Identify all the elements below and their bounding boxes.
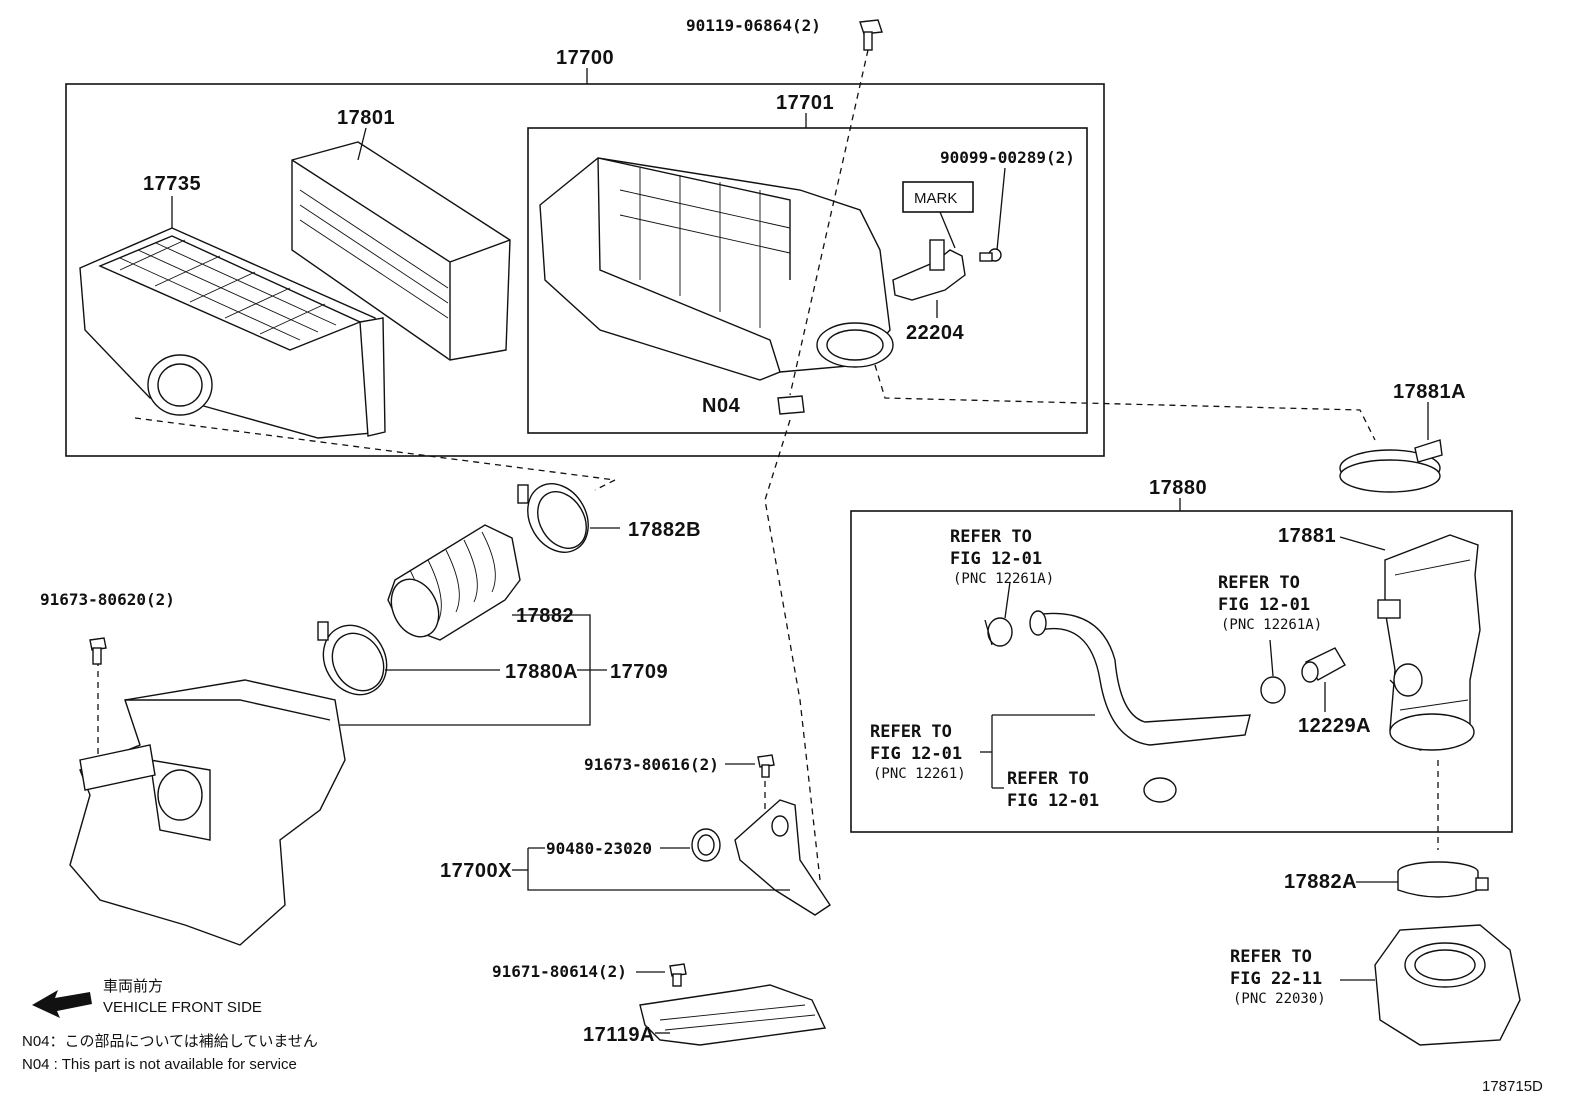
clamp-17880A [317, 621, 388, 696]
ref1-line2: FIG 12-01 [950, 549, 1042, 569]
ref5-pnc: (PNC 22030) [1233, 991, 1326, 1007]
bolt-91673-80620 [89, 637, 107, 665]
ref4-line2: FIG 12-01 [1007, 791, 1099, 811]
front-arrow-icon [32, 990, 92, 1018]
label-17709: 17709 [610, 661, 668, 683]
label-90099: 90099-00289(2) [940, 148, 1075, 167]
clamp-17882B [517, 483, 589, 553]
label-17700X: 17700X [440, 860, 512, 882]
ref5-line1: REFER TO [1230, 947, 1312, 967]
hose-clamp-bottom [1143, 777, 1177, 803]
label-17880: 17880 [1149, 477, 1207, 499]
throttle-body [1374, 924, 1521, 1046]
bolt-91671 [669, 963, 687, 987]
ref3-line1: REFER TO [870, 722, 952, 742]
ref5-line2: FIG 22-11 [1230, 969, 1322, 989]
label-17881A: 17881A [1393, 381, 1466, 403]
label-91673-80620: 91673-80620(2) [40, 590, 175, 609]
airflow-sensor-22204 [892, 239, 966, 301]
label-17801: 17801 [337, 107, 395, 129]
hose-clamp-right [1260, 676, 1286, 704]
label-90480: 90480-23020 [546, 839, 652, 858]
intake-hose-17882 [387, 524, 521, 641]
ref1-line1: REFER TO [950, 527, 1032, 547]
filter-element-17801 [291, 141, 511, 361]
bolt-91673-80616 [757, 754, 775, 778]
label-91673-80616: 91673-80616(2) [584, 755, 719, 774]
label-12229A: 12229A [1298, 715, 1371, 737]
label-17881: 17881 [1278, 525, 1336, 547]
box-17700 [65, 83, 1105, 457]
shield-17119A [639, 984, 827, 1046]
label-17882B: 17882B [628, 519, 701, 541]
label-17882: 17882 [516, 605, 574, 627]
ref2-line1: REFER TO [1218, 573, 1300, 593]
hose-bend [1029, 610, 1251, 746]
label-90119: 90119-06864(2) [686, 16, 821, 35]
mark-tag [902, 181, 974, 213]
ref3-line2: FIG 12-01 [870, 744, 962, 764]
note-n04-en: N04 : This part is not available for ser… [22, 1056, 297, 1073]
grommet-n04 [777, 395, 805, 415]
ref4-line1: REFER TO [1007, 769, 1089, 789]
ref2-pnc: (PNC 12261A) [1221, 617, 1322, 633]
box-17880 [850, 510, 1513, 833]
bracket-17700X [734, 799, 831, 916]
label-17735: 17735 [143, 173, 201, 195]
pcv-fitting-12229A [1301, 647, 1346, 683]
note-front-en: VEHICLE FRONT SIDE [103, 999, 262, 1016]
air-cleaner-lower-case-17709 [69, 679, 346, 946]
note-n04-jp: N04：この部品については補給していません [22, 1033, 318, 1050]
air-cleaner-housing-17701 [539, 157, 894, 381]
hose-clamp-left [984, 617, 1013, 647]
note-front-jp: 車両前方 [103, 978, 163, 995]
label-17882A: 17882A [1284, 871, 1357, 893]
ref3-pnc: (PNC 12261) [873, 766, 966, 782]
label-n04: N04 [702, 395, 741, 417]
intake-duct-17881 [1377, 534, 1481, 751]
bolt-90119 [859, 19, 883, 51]
clamp-17881A [1339, 439, 1443, 493]
label-91671: 91671-80614(2) [492, 962, 627, 981]
clamp-17882A [1397, 861, 1489, 898]
box-17701 [527, 127, 1088, 434]
ref2-line2: FIG 12-01 [1218, 595, 1310, 615]
diagram-id: 178715D [1482, 1078, 1543, 1095]
label-17880A: 17880A [505, 661, 578, 683]
label-mark: MARK [914, 190, 957, 207]
screw-90099 [979, 248, 1002, 262]
label-17700: 17700 [556, 47, 614, 69]
label-17119A: 17119A [583, 1024, 655, 1046]
label-17701: 17701 [776, 92, 834, 114]
air-cleaner-case-17735 [79, 227, 386, 439]
ref1-pnc: (PNC 12261A) [953, 571, 1054, 587]
grommet-90480 [691, 828, 721, 862]
label-22204: 22204 [906, 322, 964, 344]
